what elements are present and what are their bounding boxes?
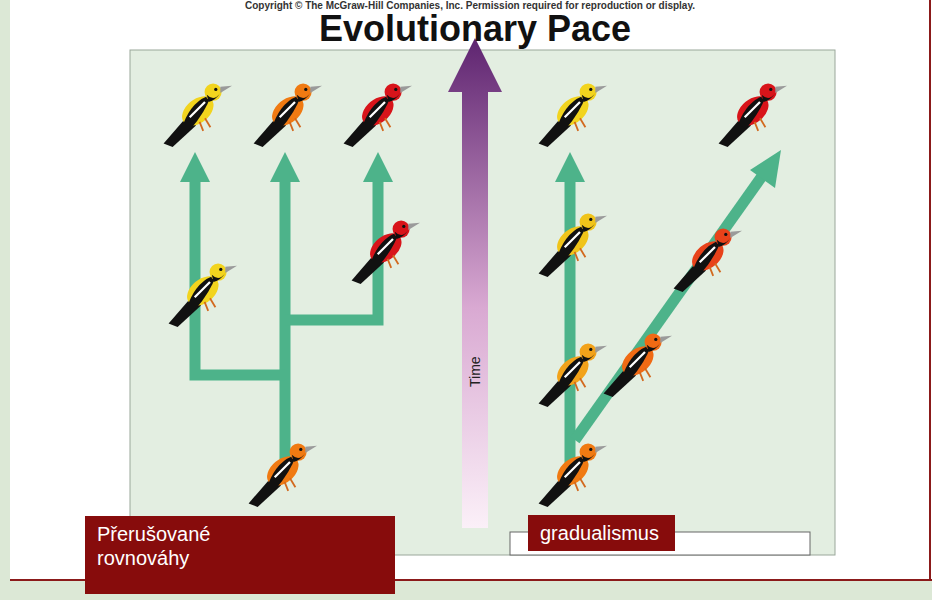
label-box: gradualismus (528, 515, 675, 551)
arrowheads (180, 150, 781, 188)
label-box: Přerušované rovnováhy (85, 516, 395, 594)
phylogeny-lines (195, 172, 765, 470)
copyright-note: Copyright © The McGraw-Hill Companies, I… (245, 0, 695, 11)
box-text: Přerušované rovnováhy (97, 522, 272, 570)
axis-label: Time (468, 356, 483, 387)
box-text: gradualismus (540, 521, 661, 545)
bird-figures (164, 84, 787, 507)
frame-line (929, 0, 931, 580)
slide-frame (10, 0, 932, 580)
time-arrow (448, 38, 502, 528)
diagram-title: Evolutionary Pace (319, 8, 631, 50)
